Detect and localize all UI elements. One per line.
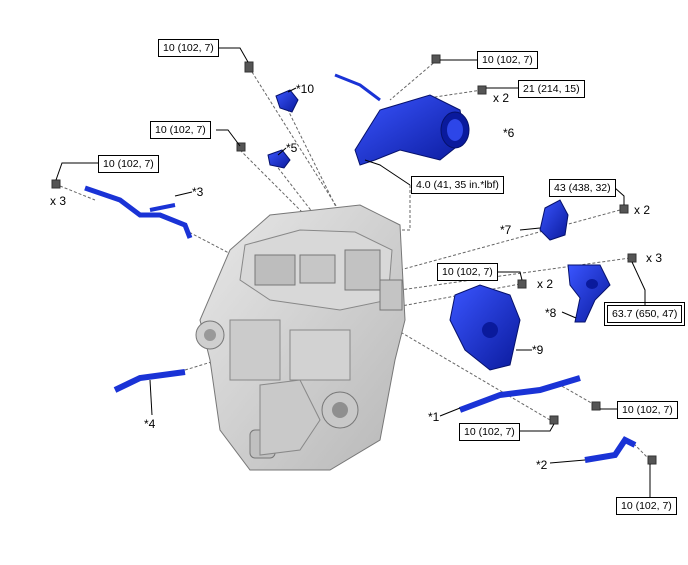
torque-spec-box: 10 (102, 7) — [459, 423, 520, 441]
quantity-label: x 2 — [537, 277, 554, 291]
torque-spec-box: 10 (102, 7) — [437, 263, 498, 281]
label-leaders — [149, 87, 586, 464]
part-10-bracket — [275, 89, 299, 113]
part-9-housing — [449, 284, 521, 371]
part-label-10: *10 — [296, 82, 315, 96]
part-label-7: *7 — [500, 223, 512, 237]
torque-spec-box: 43 (438, 32) — [549, 179, 616, 197]
part-label-2: *2 — [536, 458, 548, 472]
part-5-bracket — [267, 149, 291, 169]
part-label-6: *6 — [503, 126, 515, 140]
part-label-8: *8 — [545, 306, 557, 320]
part-2-pipe — [584, 436, 637, 463]
torque-spec-box: 10 (102, 7) — [150, 121, 211, 139]
part-label-9: *9 — [532, 343, 544, 357]
quantity-label: x 2 — [634, 203, 651, 217]
quantity-label: x 3 — [646, 251, 663, 265]
part-label-1: *1 — [428, 410, 440, 424]
part-4-pipe — [113, 369, 186, 393]
bolts — [51, 54, 657, 465]
quantity-label: x 2 — [493, 91, 510, 105]
part-6-intake-pipe — [334, 73, 470, 166]
torque-spec-box: 10 (102, 7) — [617, 401, 678, 419]
torque-spec-box: 4.0 (41, 35 in.*lbf) — [411, 176, 504, 194]
quantity-label: x 3 — [50, 194, 67, 208]
part-label-5: *5 — [286, 141, 298, 155]
part-3-pipe — [84, 185, 193, 239]
torque-spec-box: 63.7 (650, 47) — [603, 302, 686, 326]
part-label-3: *3 — [192, 185, 204, 199]
torque-spec-box: 10 (102, 7) — [158, 39, 219, 57]
torque-spec-box: 10 (102, 7) — [477, 51, 538, 69]
torque-spec-box: 10 (102, 7) — [98, 155, 159, 173]
part-7-cover — [539, 199, 569, 241]
part-8-mount — [567, 264, 611, 323]
engine-assembly — [195, 204, 406, 471]
torque-spec-box: 21 (214, 15) — [518, 80, 585, 98]
part-label-4: *4 — [144, 417, 156, 431]
torque-spec-box: 10 (102, 7) — [616, 497, 677, 515]
part-1-pipe — [458, 375, 581, 413]
